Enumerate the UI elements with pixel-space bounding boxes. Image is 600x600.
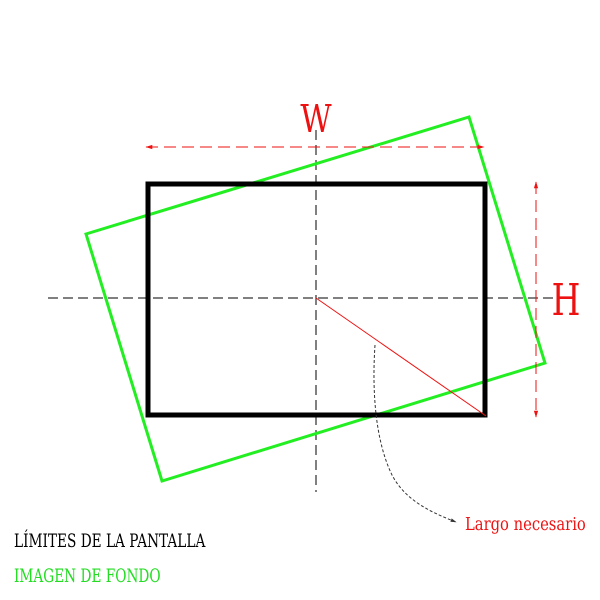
legend-screen-bounds: LÍMITES DE LA PANTALLA: [14, 529, 206, 552]
length-needed-label: Largo necesario: [465, 514, 586, 535]
width-label: W: [300, 98, 332, 142]
screen-frame-rect: [145, 181, 488, 418]
half-diagonal-line: [315, 297, 487, 417]
height-label: H: [552, 275, 581, 326]
leader-arrow: [373, 344, 457, 523]
legend-background-image: IMAGEN DE FONDO: [14, 565, 161, 587]
background-image-rect: [84, 115, 547, 483]
